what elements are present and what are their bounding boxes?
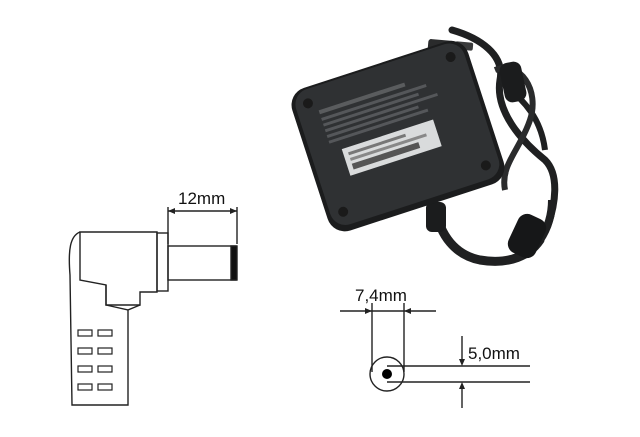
power-adapter-photo: [291, 26, 559, 266]
connector-side-view-icon: [68, 207, 238, 406]
connector-end-view-icon: [340, 303, 530, 408]
plug-length-label: 12mm: [178, 189, 226, 208]
outer-diameter-label: 7,4mm: [355, 286, 407, 305]
inner-diameter-label: 5,0mm: [468, 344, 520, 363]
